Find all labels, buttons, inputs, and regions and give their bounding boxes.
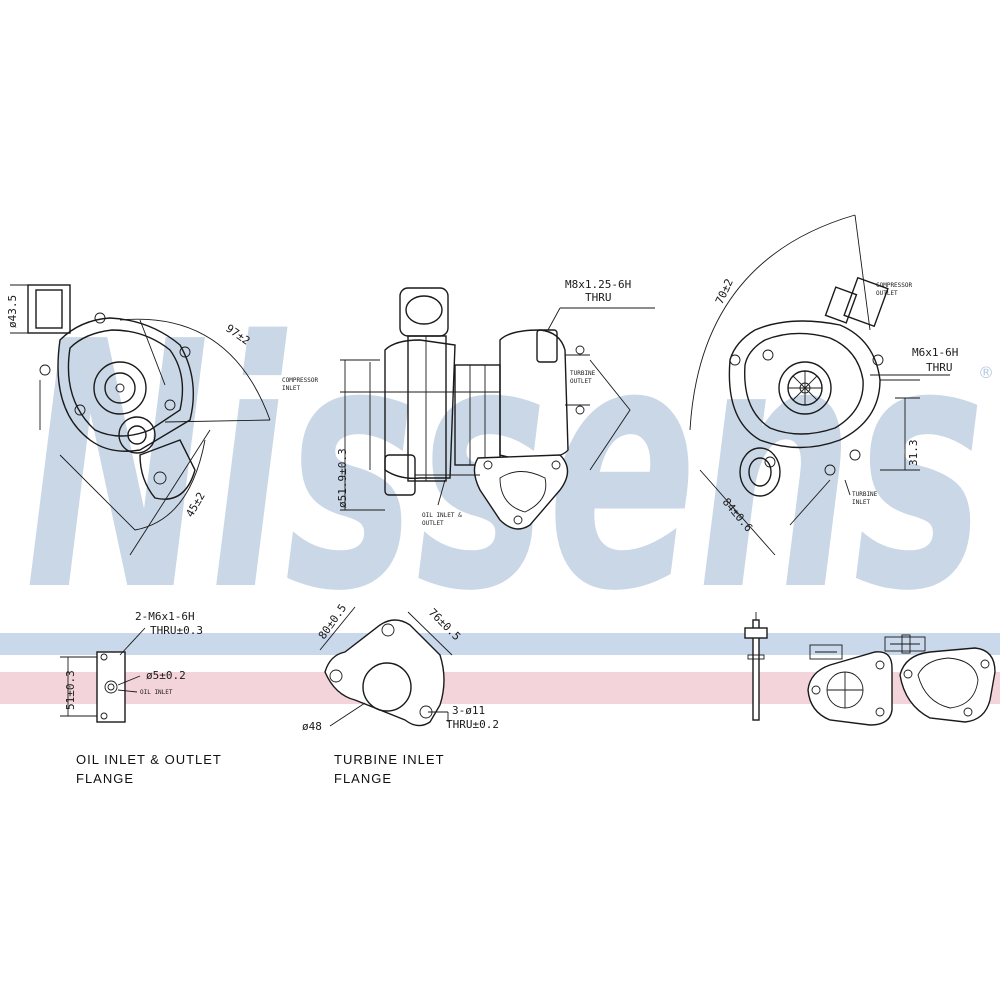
turbine-inlet-label-2: INLET <box>852 499 870 506</box>
thread-m8-label: M8x1.25-6H <box>565 278 631 291</box>
dim-31-3-label: 31.3 <box>907 440 920 467</box>
turbine-flange-caption-2: FLANGE <box>334 771 392 786</box>
dia-43-5-label: ø43.5 <box>6 295 19 328</box>
turbine-holes-thru-label: THRU±0.2 <box>446 718 499 731</box>
compressor-inlet-label-1: COMPRESSOR <box>282 377 319 384</box>
turbine-outlet-label-1: TURBINE <box>570 370 596 377</box>
oil-inlet-outlet-label-2: OUTLET <box>422 520 444 527</box>
registered-mark: ® <box>978 363 994 382</box>
compressor-inlet-label-2: INLET <box>282 385 300 392</box>
thread-m8-thru-label: THRU <box>585 291 612 304</box>
compressor-outlet-label-1: COMPRESSOR <box>876 282 913 289</box>
turbine-dia-48-label: ø48 <box>302 720 322 733</box>
oil-dim-51-label: 51±0.3 <box>64 670 77 710</box>
oil-flange-caption-2: FLANGE <box>76 771 134 786</box>
accessory-parts <box>744 612 996 726</box>
dia-51-9-label: ø51.9±0.3 <box>336 448 349 508</box>
thread-m6-label: M6x1-6H <box>912 346 958 359</box>
turbine-flange-caption-1: TURBINE INLET <box>334 752 445 767</box>
oil-flange-drawing: 2-M6x1-6H THRU±0.3 ø5±0.2 OIL INLET 51±0… <box>60 610 222 786</box>
turbine-outlet-label-2: OUTLET <box>570 378 592 385</box>
oil-thread-thru-label: THRU±0.3 <box>150 624 203 637</box>
center-view: M8x1.25-6H THRU COMPRESSOR INLET TURBINE… <box>282 278 655 530</box>
thread-m6-thru-label: THRU <box>926 361 953 374</box>
oil-inlet-label: OIL INLET <box>140 689 173 696</box>
oil-thread-label: 2-M6x1-6H <box>135 610 195 623</box>
oil-inlet-outlet-label-1: OIL INLET & <box>422 512 462 519</box>
oil-flange-caption-1: OIL INLET & OUTLET <box>76 752 222 767</box>
turbine-holes-label: 3-ø11 <box>452 704 485 717</box>
compressor-outlet-label-2: OUTLET <box>876 290 898 297</box>
oil-hole-label: ø5±0.2 <box>146 669 186 682</box>
turbine-inlet-label-1: TURBINE <box>852 491 878 498</box>
